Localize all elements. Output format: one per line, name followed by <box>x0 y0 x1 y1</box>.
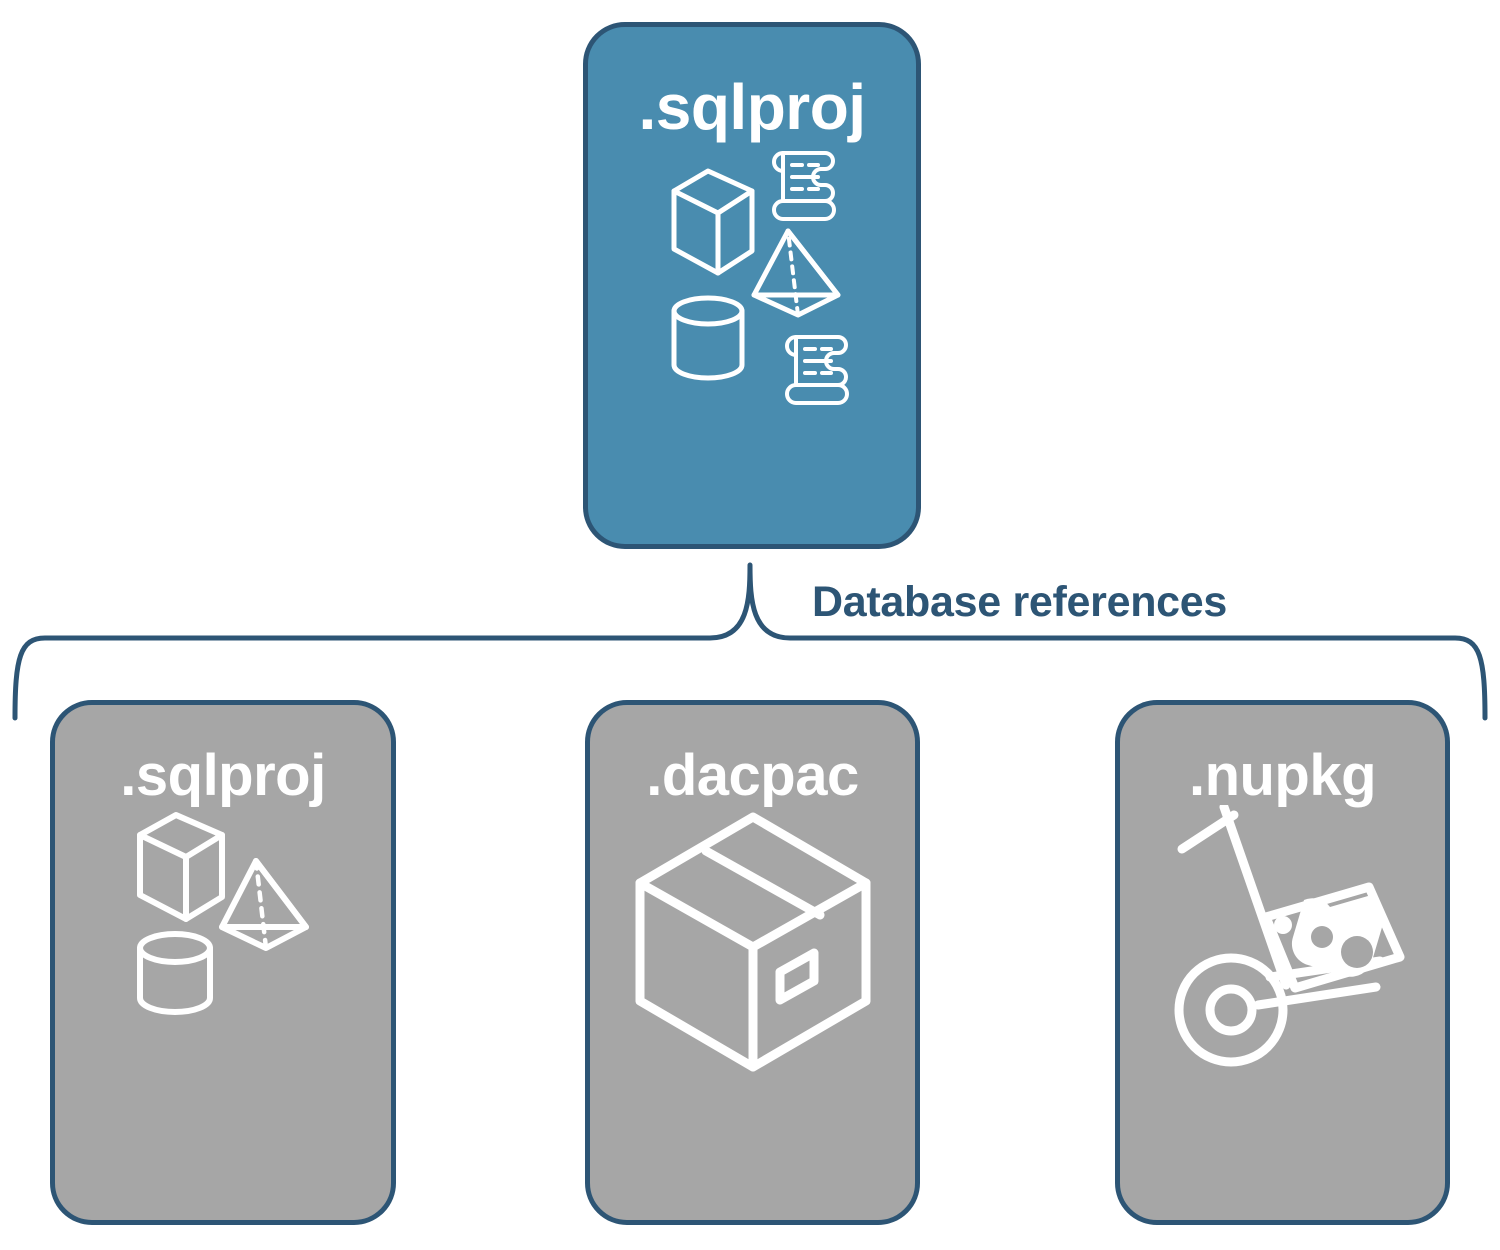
cube-wireframe-icon <box>671 168 755 276</box>
nuget-blob-holes <box>1310 926 1373 968</box>
node-child-sqlproj-artwork <box>118 805 328 1025</box>
cylinder-wireframe-icon <box>671 295 745 381</box>
node-child-sqlproj-label: .sqlproj <box>120 743 326 808</box>
node-child-dacpac[interactable]: .dacpac <box>585 700 920 1225</box>
pyramid-wireframe-icon <box>751 228 841 318</box>
pyramid-wireframe-icon <box>219 858 309 951</box>
node-root-sqlproj[interactable]: .sqlproj <box>583 22 921 549</box>
package-box-icon <box>635 812 870 1072</box>
cylinder-wireframe-icon <box>137 931 213 1015</box>
root-icon-group <box>671 151 849 405</box>
node-child-nupkg-artwork <box>1158 805 1408 1075</box>
hand-truck-package-icon <box>1174 805 1404 1067</box>
node-root-sqlproj-label: .sqlproj <box>638 71 866 143</box>
scroll-icon <box>772 151 836 221</box>
cube-wireframe-icon <box>137 812 225 922</box>
scroll-icon <box>785 335 849 405</box>
connector-label: Database references <box>812 578 1227 626</box>
node-child-nupkg-label: .nupkg <box>1188 743 1377 808</box>
node-child-sqlproj[interactable]: .sqlproj <box>50 700 396 1225</box>
child-sqlproj-icon-group <box>137 812 309 1015</box>
node-child-dacpac-artwork <box>628 805 878 1075</box>
node-child-nupkg[interactable]: .nupkg <box>1115 700 1450 1225</box>
node-root-sqlproj-artwork <box>652 139 852 419</box>
node-child-dacpac-label: .dacpac <box>646 743 859 808</box>
